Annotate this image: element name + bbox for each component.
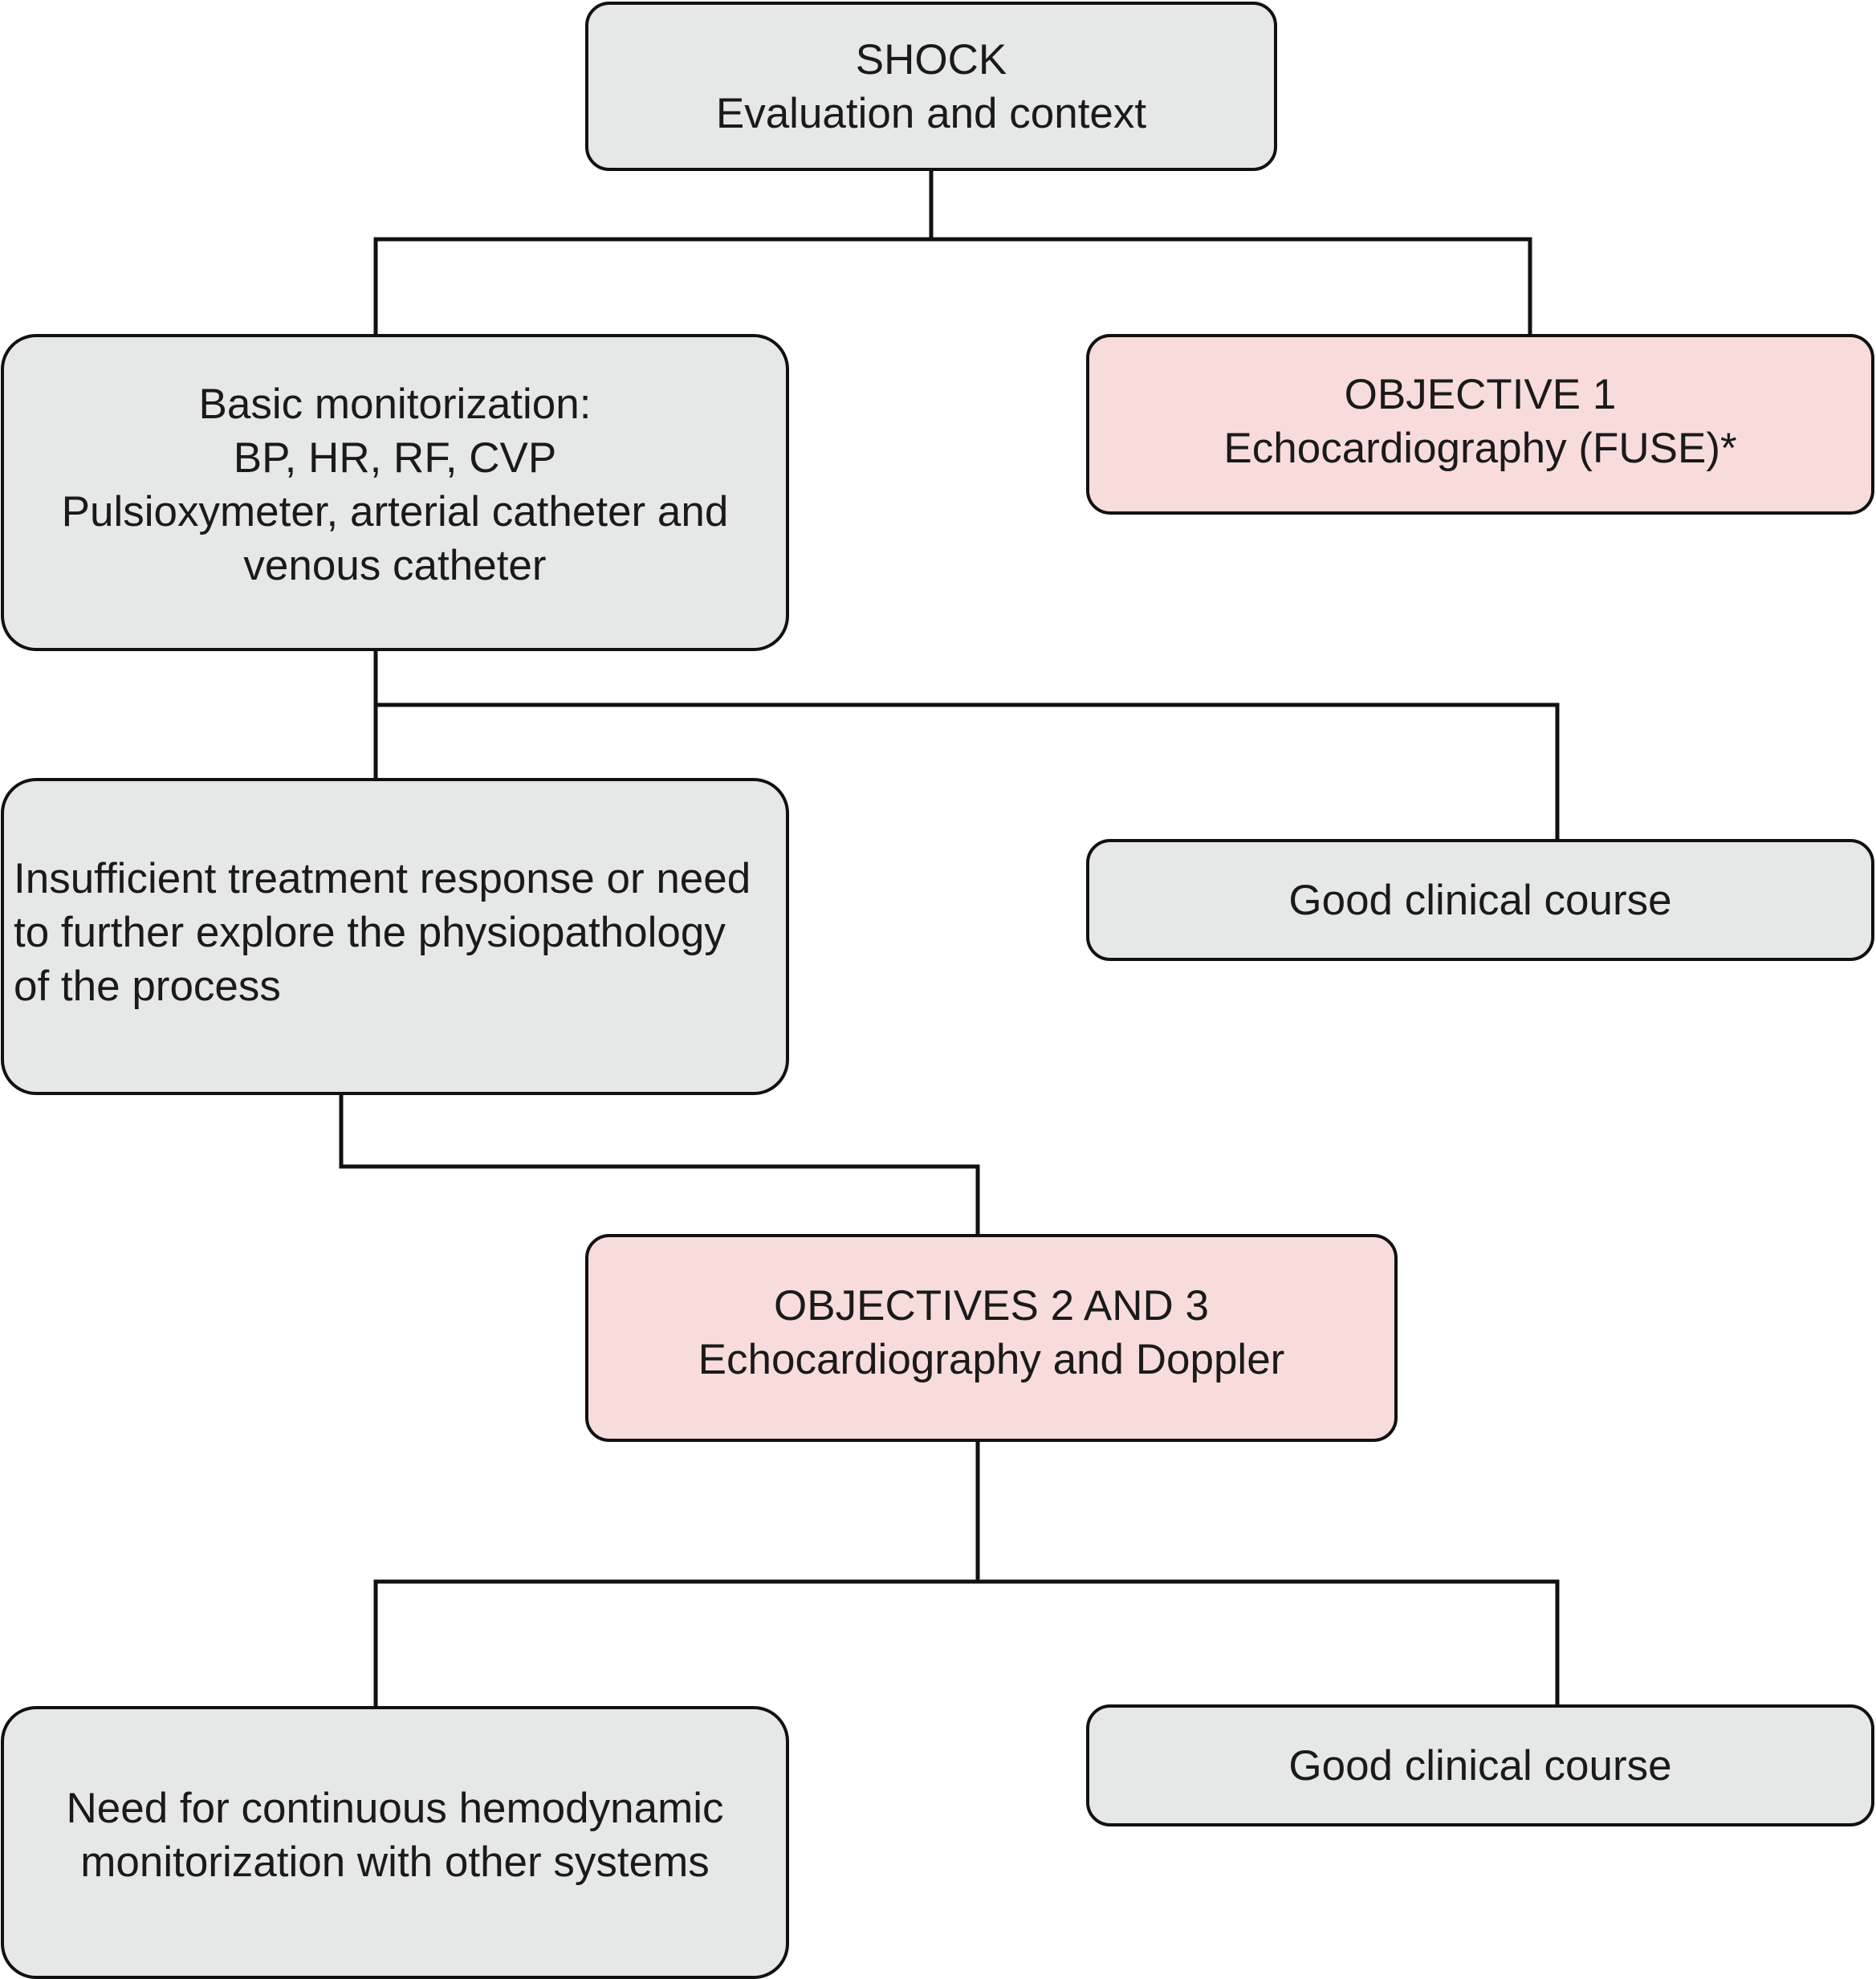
objective-1-title: OBJECTIVE 1: [1344, 371, 1617, 418]
basic-monitorization-line-1: Basic monitorization:: [198, 381, 592, 428]
good-clinical-course-box-1: Good clinical course: [1086, 839, 1874, 961]
insufficient-response-line-2: to further explore the physiopathology: [14, 909, 726, 956]
shock-evaluation-box: SHOCK Evaluation and context: [585, 2, 1277, 171]
continuous-monitorization-line-2: monitorization with other systems: [80, 1839, 710, 1886]
basic-monitorization-box: Basic monitorization: BP, HR, RF, CVP Pu…: [1, 334, 789, 651]
good-clinical-course-label-2: Good clinical course: [1288, 1741, 1672, 1790]
objectives-2-3-box: OBJECTIVES 2 AND 3 Echocardiography and …: [585, 1234, 1398, 1442]
good-clinical-course-box-2: Good clinical course: [1086, 1704, 1874, 1826]
objectives-2-3-title: OBJECTIVES 2 AND 3: [774, 1282, 1209, 1330]
shock-subtitle: Evaluation and context: [715, 89, 1147, 137]
continuous-monitorization-box: Need for continuous hemodynamic monitori…: [1, 1706, 789, 1979]
basic-monitorization-line-3: Pulsioxymeter, arterial catheter and: [61, 488, 729, 535]
basic-monitorization-line-2: BP, HR, RF, CVP: [233, 434, 557, 482]
objective-1-subtitle: Echocardiography (FUSE)*: [1223, 425, 1737, 472]
good-clinical-course-label-1: Good clinical course: [1288, 876, 1672, 924]
insufficient-response-box: Insufficient treatment response or need …: [1, 778, 789, 1095]
objective-1-box: OBJECTIVE 1 Echocardiography (FUSE)*: [1086, 334, 1874, 515]
basic-monitorization-line-4: venous catheter: [243, 542, 547, 589]
insufficient-response-line-1: Insufficient treatment response or need: [14, 855, 751, 902]
continuous-monitorization-line-1: Need for continuous hemodynamic: [66, 1785, 724, 1832]
insufficient-response-line-3: of the process: [14, 963, 281, 1010]
shock-title: SHOCK: [855, 35, 1007, 83]
objectives-2-3-subtitle: Echocardiography and Doppler: [698, 1336, 1285, 1383]
